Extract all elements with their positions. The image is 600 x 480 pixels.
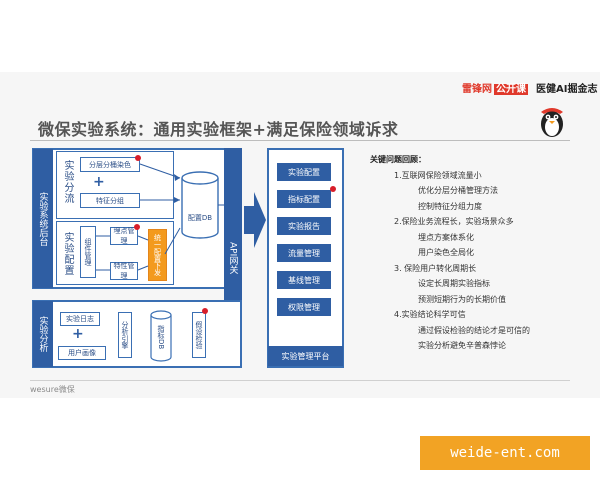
api-gateway-label: API网关 <box>227 241 238 275</box>
feature-mgmt-box: 特性管理 <box>110 262 138 280</box>
issue-line: 实验分析避免辛普森悖论 <box>418 341 506 350</box>
issues-heading: 关键问题回顾： <box>370 155 426 164</box>
tracking-mgmt-box: 埋点管理 <box>110 227 138 245</box>
config-label: 实验配置 <box>62 232 73 276</box>
issue-line: 3. 保险用户转化周期长 <box>394 263 477 273</box>
issue-line: 控制特征分组力度 <box>418 201 482 211</box>
leiphone-logo: 雷锋网公开课 <box>462 80 528 95</box>
unified-config-label: 统一配置下发 <box>153 234 162 276</box>
config-db-label-box: 配置DB <box>184 208 216 228</box>
platform-item-permission: 权限管理 <box>277 298 331 316</box>
user-profile-label: 用户画像 <box>68 349 96 357</box>
metric-config-marker <box>330 186 336 192</box>
penguin-mascot-icon <box>541 108 563 137</box>
exp-log-box: 实验日志 <box>60 312 100 326</box>
backend-label: 实验系统后台 <box>37 191 48 246</box>
hypothesis-test-label: 假设检验 <box>195 321 203 349</box>
config-db-label: 配置DB <box>187 214 213 222</box>
issue-line: 4.实验结论科学可信 <box>394 310 466 319</box>
brand-bar: 雷锋网公开课 医健AI掘金志 <box>462 80 597 95</box>
watermark: weide-ent.com <box>420 436 590 470</box>
component-mgmt-label: 组件管理 <box>84 238 92 266</box>
issue-line: 设定长周期实验指标 <box>418 279 490 288</box>
feature-mgmt-label: 特性管理 <box>113 262 135 280</box>
user-profile-box: 用户画像 <box>58 346 106 360</box>
plus-icon-analysis: + <box>72 326 84 342</box>
issue-line: 2.保险业务流程长，实验场景众多 <box>394 217 514 226</box>
issue-line: 通过假设检验的结论才是可信的 <box>418 325 530 335</box>
feature-group-label: 特征分组 <box>96 196 124 205</box>
platform-item-exp-report: 实验报告 <box>277 217 331 235</box>
issue-line: 预测短期行为的长期价值 <box>418 294 506 304</box>
issue-line: 1.互联网保险领域流量小 <box>394 170 482 180</box>
component-mgmt-box: 组件管理 <box>80 226 96 278</box>
platform-item-label: 实验报告 <box>288 221 320 231</box>
platform-item-traffic: 流量管理 <box>277 244 331 262</box>
plus-icon: + <box>93 174 105 190</box>
arrow-right-icon <box>244 192 266 248</box>
split-label: 实验分流 <box>62 160 73 204</box>
ai-health-logo: 医健AI掘金志 <box>536 84 598 95</box>
platform-item-label: 指标配置 <box>288 194 320 204</box>
layer-bucket-label: 分层分桶染色 <box>89 160 131 169</box>
title-divider <box>30 140 570 141</box>
backend-bar: 实验系统后台 <box>33 149 53 288</box>
analysis-bar: 实验分析 <box>33 301 53 367</box>
exp-log-label: 实验日志 <box>66 315 94 323</box>
platform-footer-label: 实验管理平台 <box>281 351 330 361</box>
platform-item-baseline: 基线管理 <box>277 271 331 289</box>
layer-bucket-marker <box>135 155 141 161</box>
leiphone-logo-text: 雷锋网 <box>462 84 492 95</box>
issue-line: 埋点方案体系化 <box>418 232 474 242</box>
footer-divider <box>30 380 570 381</box>
platform-item-label: 基线管理 <box>288 275 320 285</box>
analysis-label: 实验分析 <box>37 316 48 352</box>
tracking-marker <box>134 224 140 230</box>
leiphone-badge: 公开课 <box>494 84 528 95</box>
platform-footer: 实验管理平台 <box>268 346 343 366</box>
config-db-cylinder <box>181 171 219 239</box>
metrics-db-cylinder <box>150 310 172 362</box>
issue-line: 优化分层分桶管理方法 <box>418 186 498 195</box>
platform-item-label: 权限管理 <box>288 302 320 312</box>
analysis-engine-label: 分析引擎 <box>121 321 129 349</box>
issue-line: 用户染色全局化 <box>418 248 474 257</box>
analysis-engine-box: 分析引擎 <box>118 312 132 358</box>
layer-bucket-box: 分层分桶染色 <box>80 157 140 172</box>
wesure-logo: wesure微保 <box>30 385 75 394</box>
platform-item-label: 流量管理 <box>288 248 320 258</box>
platform-item-label: 实验配置 <box>288 167 320 177</box>
platform-item-metric-config: 指标配置 <box>277 190 331 208</box>
hypothesis-test-box: 假设检验 <box>192 312 206 358</box>
feature-group-box: 特征分组 <box>80 193 140 208</box>
metrics-db-label: 指标DB <box>157 324 165 350</box>
slide-title: 微保实验系统：通用实验框架+满足保险领域诉求 <box>38 120 399 139</box>
issues-panel: 关键问题回顾： 1.互联网保险领域流量小 优化分层分桶管理方法 控制特征分组力度… <box>370 152 530 354</box>
hypothesis-marker <box>202 308 208 314</box>
unified-config-box: 统一配置下发 <box>148 229 167 281</box>
platform-item-exp-config: 实验配置 <box>277 163 331 181</box>
metrics-db-label-box: 指标DB <box>153 320 169 354</box>
tracking-mgmt-label: 埋点管理 <box>113 227 135 245</box>
